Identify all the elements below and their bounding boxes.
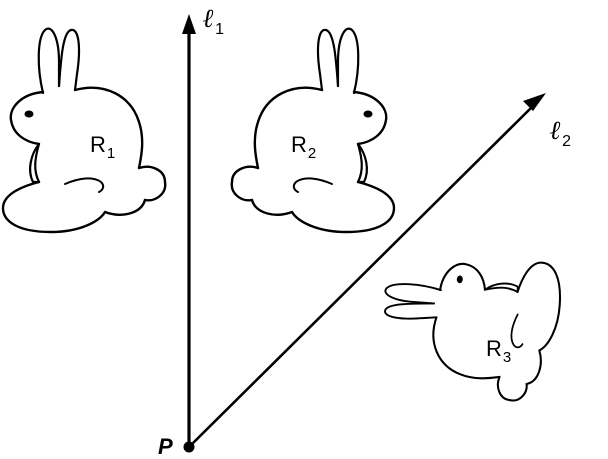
point-p-label: P [158, 434, 173, 459]
line-l2-subscript: 2 [562, 133, 572, 150]
region-r2-subscript: 2 [307, 145, 317, 162]
line-l2 [187, 100, 539, 449]
region-r1-rabbit [1, 27, 167, 234]
region-r3-letter: R [486, 336, 502, 361]
region-r1-letter: R [90, 132, 106, 157]
region-r1-label: R1 [90, 132, 115, 162]
line-l2-label: ℓ2 [550, 116, 571, 150]
line-l2-arrowhead [523, 93, 546, 111]
region-r3-subscript: 3 [502, 349, 512, 366]
region-r2-label: R2 [291, 132, 316, 162]
point-p-dot [183, 441, 195, 453]
line-l1-subscript: 1 [215, 21, 225, 38]
line-l1-label: ℓ1 [203, 4, 224, 38]
region-r3-rabbit [377, 250, 564, 405]
line-l1-symbol: ℓ [203, 4, 215, 33]
line-l2-symbol: ℓ [550, 116, 562, 145]
region-r3-label: R3 [486, 336, 511, 366]
region-r2-letter: R [291, 132, 307, 157]
line-l1-arrowhead [182, 14, 196, 34]
region-r2-rabbit [230, 27, 396, 234]
region-r1-subscript: 1 [106, 145, 116, 162]
